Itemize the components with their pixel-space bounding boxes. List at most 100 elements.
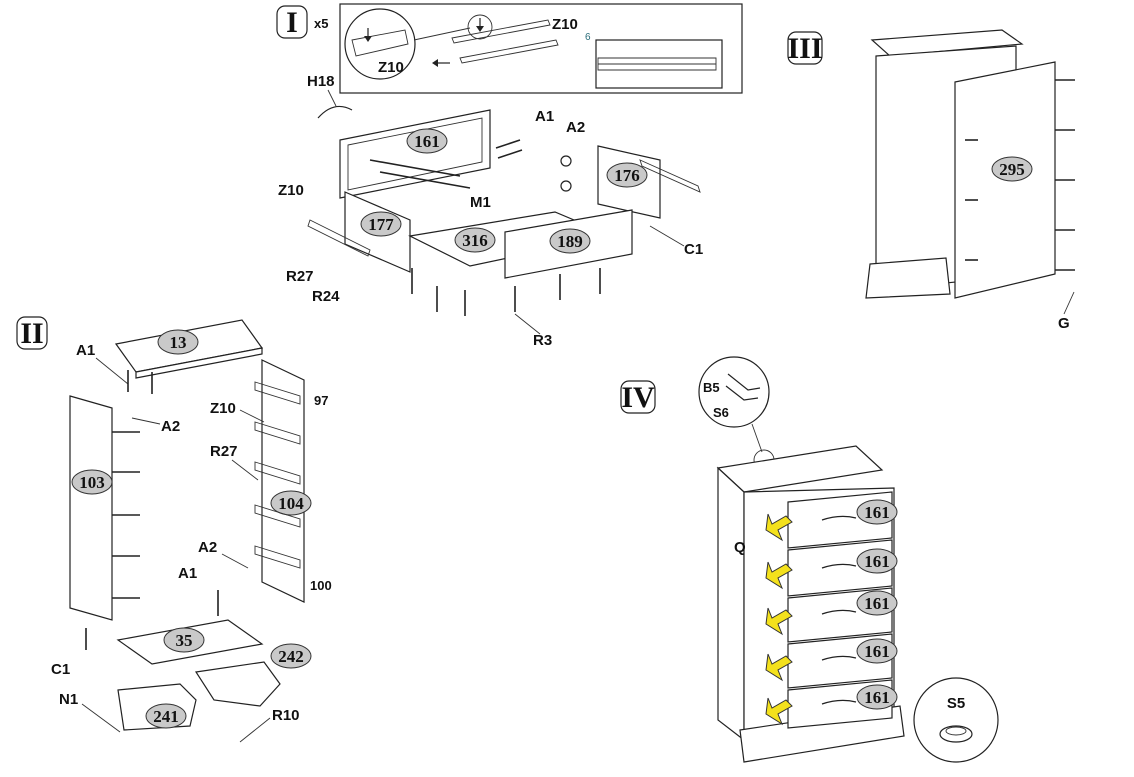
part-drawer-2: 161 (864, 552, 890, 571)
label-z10-step-two: Z10 (210, 400, 236, 417)
bracket-b5-shape (725, 373, 761, 401)
r27-leader-two (231, 459, 259, 481)
rail-top-piece (451, 19, 551, 44)
insert-arrow-3 (765, 607, 793, 636)
step-one-box (276, 5, 308, 39)
r3-leader (514, 313, 541, 335)
drawer-front-panel (339, 109, 491, 199)
step-four-numeral: IV (621, 381, 655, 414)
rail-right (639, 159, 701, 193)
left-arrow-head (432, 59, 438, 67)
label-97: 97 (314, 393, 328, 408)
part-242: 242 (278, 647, 304, 666)
drawer-4: 161 (765, 633, 898, 689)
label-r27-step-two: R27 (210, 443, 238, 460)
label-z10-side: Z10 (278, 182, 304, 199)
insert-arrow-5 (765, 697, 793, 726)
part-badge-241 (145, 703, 187, 729)
rail-arrow-head (476, 26, 484, 32)
part-drawer-1: 161 (864, 503, 890, 522)
part-13: 13 (170, 333, 187, 352)
label-a1-top: A1 (76, 342, 95, 359)
step-four-box (620, 380, 656, 414)
part-104: 104 (278, 494, 304, 513)
label-r24: R24 (312, 288, 340, 305)
part-badge-drawer-2 (856, 548, 898, 574)
rail-side-3 (254, 461, 301, 485)
part-316: 316 (462, 231, 488, 250)
r10-leader (239, 717, 271, 743)
rail-side-4 (254, 504, 301, 528)
label-r3: R3 (533, 332, 552, 349)
label-g: G (1058, 315, 1070, 332)
chest-side (717, 466, 745, 742)
part-drawer-4: 161 (864, 642, 890, 661)
step-two-numeral: II (20, 317, 43, 350)
drawer-handle-5 (821, 699, 857, 705)
rail-side-2 (254, 421, 301, 445)
plinth-side (194, 661, 281, 707)
bumper-detail-circle (913, 677, 999, 763)
rail-left (307, 219, 371, 257)
rail-bottom-piece (459, 39, 559, 64)
step-four: IV B5 S6 Q 161 161 (620, 356, 999, 763)
step-one-numeral: I (286, 6, 298, 39)
a2-bottom-leader (221, 553, 249, 569)
step-one: I x5 Z10 Z10 6 H18 161 M1 A1 (276, 3, 743, 349)
part-295: 295 (999, 160, 1025, 179)
step-three-box (787, 31, 823, 65)
c1-leader-one (649, 225, 685, 247)
insert-arrow-4 (765, 653, 793, 682)
part-badge-103 (71, 469, 113, 495)
cabinet-base (865, 257, 951, 299)
part-drawer-3: 161 (864, 594, 890, 613)
drawer-5: 161 (765, 679, 898, 729)
part-badge-drawer-3 (856, 590, 898, 616)
part-drawer-5: 161 (864, 688, 890, 707)
label-n1: N1 (59, 691, 78, 708)
zoom-leader (413, 27, 471, 41)
a1-top-leader (95, 357, 129, 385)
rail-zoom-shape (351, 29, 409, 57)
label-h18: H18 (307, 73, 335, 90)
rail-small-circle (467, 14, 493, 40)
part-161-step-one: 161 (414, 132, 440, 151)
a2-top-leader (131, 417, 161, 425)
label-r10: R10 (272, 707, 300, 724)
part-badge-drawer-1 (856, 499, 898, 525)
label-a2-bottom: A2 (198, 539, 217, 556)
dowel-a1-a (495, 139, 521, 149)
rail-side-5 (254, 545, 301, 569)
label-s6: S6 (713, 405, 729, 420)
part-189: 189 (557, 232, 583, 251)
screw-m1-b (379, 171, 471, 189)
part-badge-161-step-one (406, 128, 448, 154)
n1-leader (81, 703, 121, 733)
h18-leader (327, 89, 337, 107)
part-badge-189 (549, 228, 591, 254)
label-s5: S5 (947, 695, 965, 712)
screw-m1-a (369, 159, 461, 177)
part-badge-176 (606, 162, 648, 188)
insert-arrow-2 (765, 561, 793, 590)
step-three-numeral: III (787, 32, 822, 65)
part-badge-316 (454, 227, 496, 253)
label-q: Q (734, 539, 746, 556)
label-b5: B5 (703, 380, 720, 395)
part-badge-242 (270, 643, 312, 669)
label-a1-bottom: A1 (178, 565, 197, 582)
inset-number: 6 (585, 32, 591, 43)
part-35: 35 (176, 631, 193, 650)
drawer-handle-1 (821, 515, 857, 521)
cam-a2-a (560, 155, 572, 167)
label-m1: M1 (470, 194, 491, 211)
part-badge-295 (991, 156, 1033, 182)
label-r27-step-one: R27 (286, 268, 314, 285)
chest-top (716, 445, 884, 493)
part-badge-35 (163, 627, 205, 653)
dowel-a1-b (497, 149, 523, 159)
drawer-3: 161 (765, 587, 898, 643)
drawer-handle-4 (821, 655, 857, 661)
part-badge-drawer-5 (856, 684, 898, 710)
cabinet-top (870, 29, 1024, 57)
